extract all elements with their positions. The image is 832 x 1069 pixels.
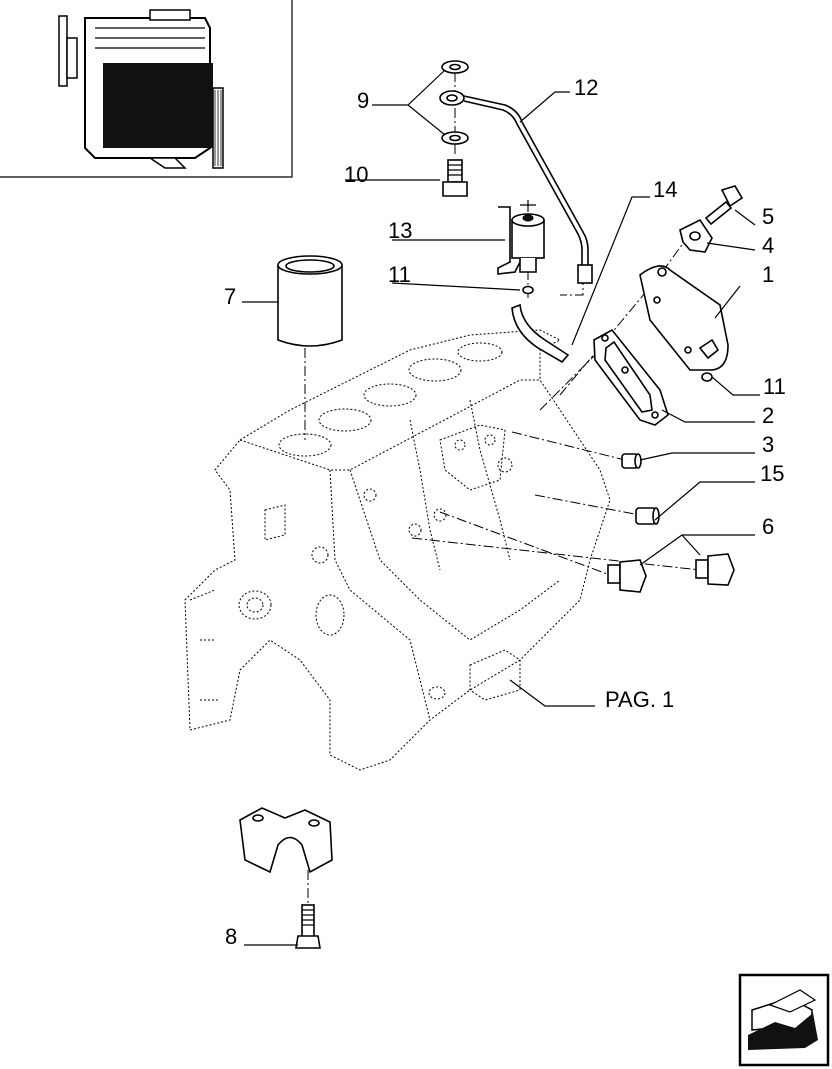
clamp (679, 218, 713, 253)
sealing-washers (441, 60, 469, 145)
callout-13: 13 (388, 218, 412, 243)
drain-plug-right (695, 553, 735, 586)
callout-6: 6 (762, 514, 774, 539)
oil-pipe (439, 90, 593, 284)
drain-plug-left (607, 559, 647, 593)
mounting-bolt (704, 185, 744, 226)
small-plug (635, 507, 660, 525)
bearing-cap-bolt (295, 904, 321, 949)
callout-3: 3 (762, 432, 774, 457)
callouts: 9 10 12 13 11 7 14 5 4 1 11 2 3 15 6 PAG… (224, 75, 786, 949)
callout-1: 1 (762, 262, 774, 287)
callout-10: 10 (344, 162, 368, 187)
next-page-arrow-icon[interactable] (738, 973, 830, 1067)
callout-4: 4 (762, 233, 774, 258)
callout-15: 15 (760, 461, 784, 486)
callout-2: 2 (762, 403, 774, 428)
cover-plate (639, 265, 729, 371)
o-ring-upper (522, 285, 534, 295)
callout-7: 7 (224, 284, 236, 309)
callout-11-upper: 11 (388, 262, 411, 287)
cylinder-liner (277, 255, 343, 347)
gasket (593, 328, 669, 426)
leader-lines (242, 69, 760, 946)
banjo-bolt (442, 159, 468, 197)
engine-thumbnail-icon[interactable] (0, 0, 293, 178)
plug (621, 453, 642, 469)
callout-pag: PAG. 1 (605, 687, 674, 712)
o-ring-lower (701, 372, 713, 382)
callout-12: 12 (574, 75, 598, 100)
callout-9: 9 (357, 88, 369, 113)
engine-block (184, 329, 611, 771)
oil-pressure-sender (497, 200, 545, 275)
hose (511, 303, 570, 364)
bearing-cap (239, 807, 333, 874)
callout-5: 5 (762, 204, 774, 229)
callout-11-lower: 11 (763, 374, 786, 399)
callout-14: 14 (653, 177, 677, 202)
callout-8: 8 (225, 924, 237, 949)
assembly-lines (304, 72, 701, 905)
